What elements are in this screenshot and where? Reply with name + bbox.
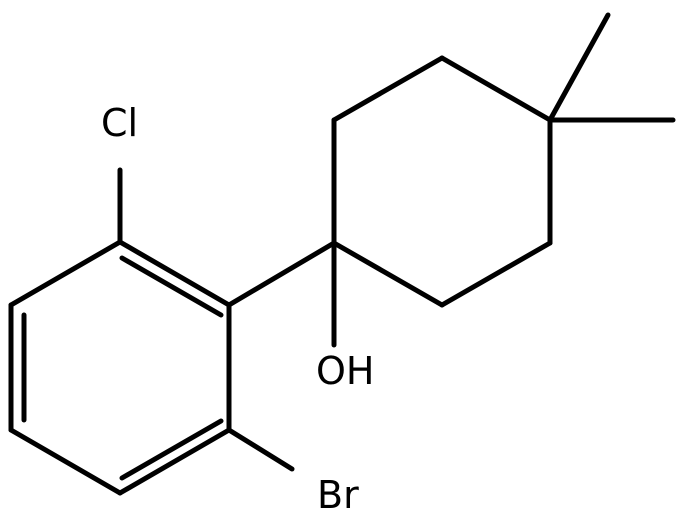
bromine-label: Br <box>317 473 359 517</box>
bond-cy-6-1 <box>331 240 445 308</box>
bond-cy-2-3 <box>331 55 445 123</box>
bond-cy-5-6 <box>439 240 553 308</box>
bond-ring-c3-c4-inner <box>119 418 224 481</box>
bond-ring-c3-c4 <box>117 427 232 496</box>
bond-ring-c4-c5 <box>8 427 123 496</box>
chlorine-label: Cl <box>101 101 138 145</box>
bond-methyl-1 <box>547 12 611 123</box>
bond-aryl-cyclohexyl <box>226 240 337 308</box>
bond-ring-c1-c2 <box>117 239 232 308</box>
cyclohexane-ring <box>331 55 553 308</box>
bond-ring-c6-c1 <box>8 239 123 308</box>
hydroxyl-label: OH <box>316 349 374 393</box>
bond-ring-c1-c2-inner <box>119 255 224 318</box>
bond-cy-3-4 <box>439 55 553 123</box>
bond-c-br <box>226 427 295 472</box>
benzene-ring <box>8 239 232 496</box>
